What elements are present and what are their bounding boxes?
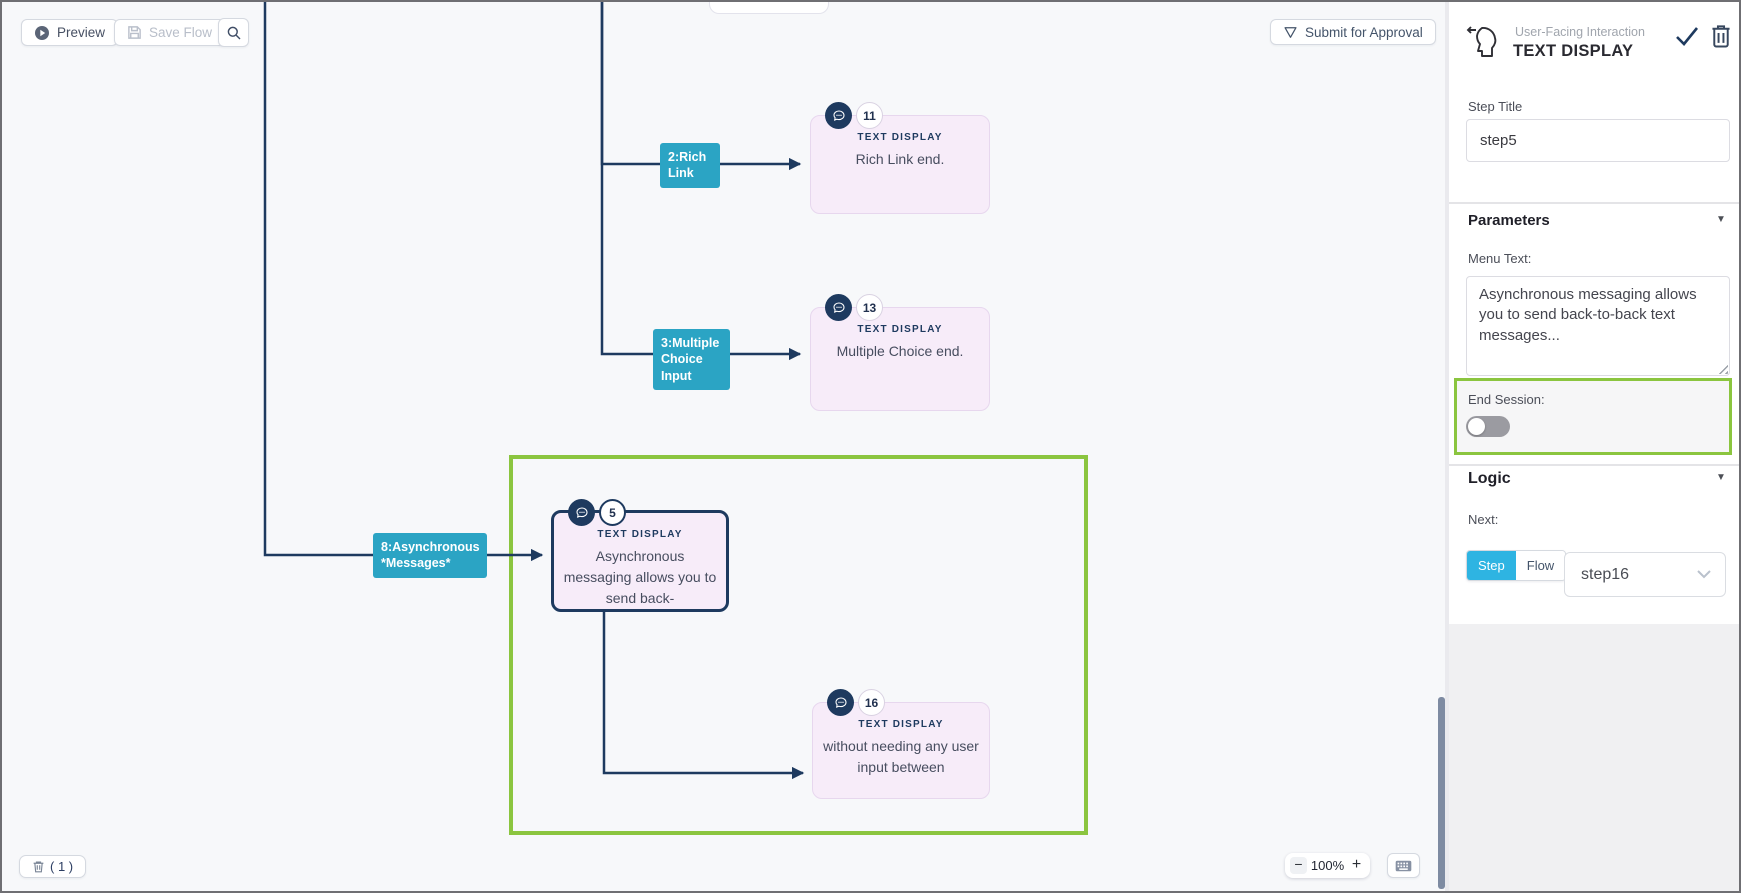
card-type-label: TEXT DISPLAY — [597, 529, 683, 540]
flow-step-card-16[interactable]: 16 TEXT DISPLAY without needing any user… — [812, 689, 990, 799]
offscreen-card-fragment — [709, 2, 829, 14]
step-title-input[interactable] — [1466, 119, 1730, 162]
flow-connectors — [263, 2, 805, 780]
flow-step-card-13[interactable]: 13 TEXT DISPLAY Multiple Choice end. — [810, 294, 990, 411]
zoom-out-button[interactable]: − — [1290, 857, 1307, 874]
menu-text-label: Menu Text: — [1468, 251, 1532, 266]
next-label: Next: — [1468, 512, 1499, 527]
search-icon — [227, 26, 241, 40]
branch-node-multiple-choice[interactable]: 3:Multiple Choice Input — [653, 329, 730, 390]
textarea-resize-handle[interactable] — [1718, 364, 1728, 374]
card-type-label: TEXT DISPLAY — [858, 719, 944, 730]
chevron-down-icon — [1697, 570, 1711, 579]
panel-title: TEXT DISPLAY — [1513, 42, 1634, 60]
collapse-logic-icon[interactable]: ▼ — [1716, 472, 1726, 483]
card-type-label: TEXT DISPLAY — [857, 132, 943, 143]
interaction-category-label: User-Facing Interaction — [1515, 25, 1645, 39]
save-flow-button[interactable]: Save Flow — [114, 19, 226, 46]
card-text: Multiple Choice end. — [836, 343, 964, 359]
step-detail-panel: User-Facing Interaction TEXT DISPLAY Ste… — [1449, 2, 1739, 891]
next-step-dropdown[interactable]: step16 — [1564, 552, 1726, 597]
keyboard-icon — [1395, 860, 1412, 871]
step-title-label: Step Title — [1468, 99, 1523, 114]
deleted-steps-button[interactable]: ( 1 ) — [19, 855, 87, 878]
message-bubble-icon — [825, 102, 852, 129]
flow-step-card-5-selected[interactable]: 5 TEXT DISPLAY Asynchronous messaging al… — [551, 499, 729, 612]
message-bubble-icon — [568, 499, 595, 526]
save-icon — [128, 26, 141, 39]
flow-canvas[interactable]: 11 TEXT DISPLAY Rich Link end. 13 TEXT D… — [2, 2, 1449, 891]
next-type-step-tab[interactable]: Step — [1467, 551, 1516, 580]
end-session-label: End Session: — [1468, 392, 1545, 407]
trash-icon — [33, 861, 44, 873]
card-text: without needing any user input between — [823, 738, 979, 775]
next-type-segmented-control: Step Flow — [1466, 550, 1567, 581]
logic-section-header[interactable]: Logic — [1468, 470, 1511, 487]
preview-button[interactable]: Preview — [21, 19, 119, 46]
zoom-control: − 100% + — [1285, 853, 1370, 878]
step-number-badge: 13 — [856, 294, 883, 321]
card-type-label: TEXT DISPLAY — [857, 324, 943, 335]
submit-icon — [1284, 26, 1297, 38]
step-number-badge: 11 — [856, 102, 883, 129]
delete-step-icon[interactable] — [1710, 23, 1732, 48]
submit-for-approval-button[interactable]: Submit for Approval — [1270, 19, 1436, 45]
end-session-toggle[interactable] — [1466, 416, 1510, 437]
card-text: Asynchronous messaging allows you to sen… — [563, 548, 717, 606]
collapse-parameters-icon[interactable]: ▼ — [1716, 214, 1726, 225]
card-text: Rich Link end. — [855, 151, 945, 167]
search-button[interactable] — [218, 18, 249, 47]
zoom-in-button[interactable]: + — [1351, 856, 1362, 873]
user-facing-interaction-icon — [1466, 26, 1497, 57]
step-number-badge: 16 — [858, 689, 885, 716]
parameters-section-header[interactable]: Parameters — [1468, 212, 1550, 229]
message-bubble-icon — [827, 689, 854, 716]
next-step-value: step16 — [1581, 565, 1630, 583]
confirm-check-icon[interactable] — [1674, 24, 1700, 48]
branch-node-rich-link[interactable]: 2:Rich Link — [660, 143, 720, 188]
canvas-scrollbar-thumb[interactable] — [1438, 697, 1445, 889]
branch-node-asynchronous[interactable]: 8:Asynchronous *Messages* — [373, 533, 487, 578]
keyboard-shortcuts-button[interactable] — [1387, 853, 1420, 878]
selection-rectangle — [509, 455, 1088, 835]
menu-text-textarea[interactable]: Asynchronous messaging allows you to sen… — [1466, 276, 1730, 376]
step-number-badge: 5 — [599, 499, 626, 526]
play-icon — [35, 25, 49, 40]
next-type-flow-tab[interactable]: Flow — [1515, 551, 1566, 580]
message-bubble-icon — [825, 294, 852, 321]
canvas-scrollbar-track — [1445, 2, 1449, 891]
flow-step-card-11[interactable]: 11 TEXT DISPLAY Rich Link end. — [810, 102, 990, 214]
zoom-level: 100% — [1310, 858, 1345, 873]
